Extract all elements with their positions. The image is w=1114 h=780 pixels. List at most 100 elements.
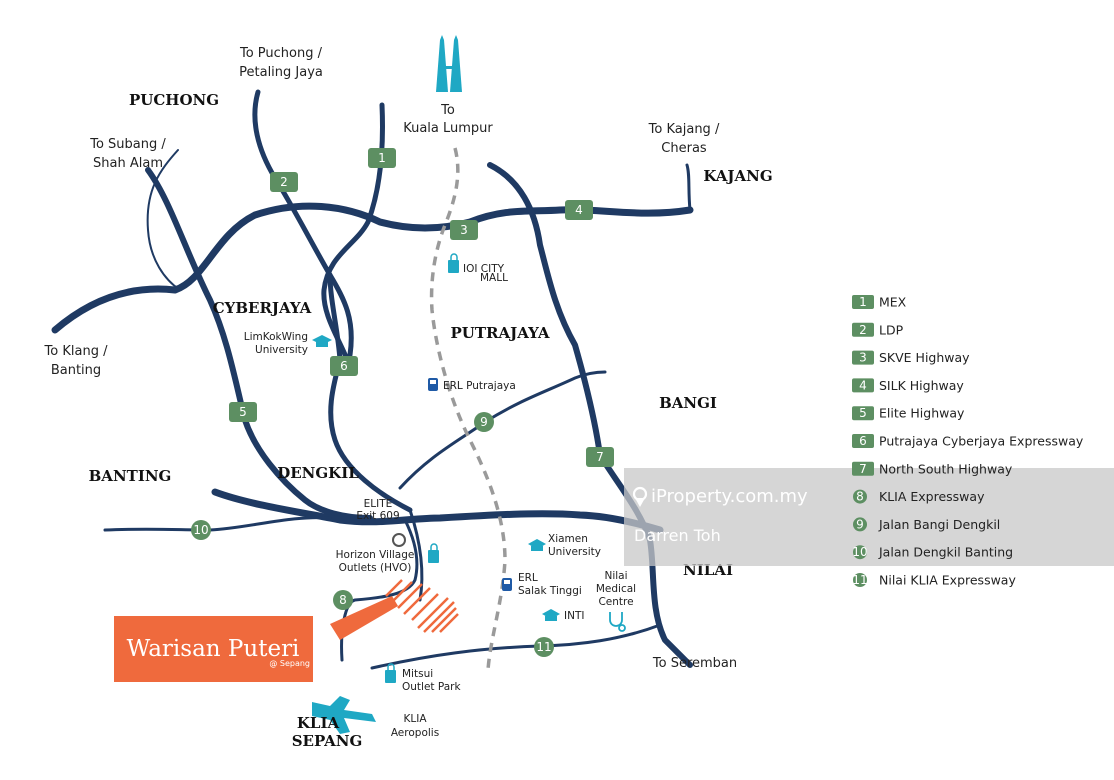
dest-subang-line1: To Subang / (89, 137, 166, 152)
legend-label: North South Highway (879, 461, 1013, 476)
legend-marker (852, 295, 874, 309)
poi-limkokwing-line1: LimKokWing (244, 331, 308, 343)
highway-marker-3: 3 (450, 220, 478, 240)
poi-erl-putrajaya: ERL Putrajaya (443, 380, 516, 392)
hvo-shopping-bag-icon (428, 543, 439, 563)
legend-marker (852, 350, 874, 365)
poi-erl-salak-line2: Salak Tinggi (518, 585, 582, 597)
place-putrajaya: PUTRAJAYA (450, 324, 549, 342)
place-bangi: BANGI (659, 394, 717, 412)
dest-seremban: To Seremban (652, 656, 737, 671)
legend-number: 4 (859, 378, 867, 392)
legend-number: 2 (859, 323, 867, 337)
legend-number: 11 (852, 573, 867, 587)
legend-marker (853, 545, 867, 560)
warisan-puteri-site (330, 579, 459, 640)
legend-item: 3 SKVE Highway (852, 350, 970, 365)
place-klia-line2: SEPANG (292, 732, 363, 750)
legend-item: 8 KLIA Expressway (853, 489, 985, 504)
legend-item: 6 Putrajaya Cyberjaya Expressway (852, 434, 1084, 449)
legend-marker (852, 406, 874, 421)
legend-marker (853, 573, 867, 587)
legend-marker (853, 517, 867, 532)
legend-label: KLIA Expressway (879, 489, 985, 504)
legend-number: 5 (859, 406, 867, 420)
svg-text:@ Sepang: @ Sepang (269, 659, 310, 668)
highway-marker-10: 10 (191, 520, 211, 540)
dest-puchong-line2: Petaling Jaya (239, 65, 323, 80)
dest-subang-line2: Shah Alam (93, 156, 163, 171)
legend-item: 4 SILK Highway (852, 378, 964, 393)
poi-elite-line2: Exit 609 (356, 510, 399, 522)
poi-xiamen-line2: University (548, 546, 601, 558)
poi-aeropolis-line2: Aeropolis (391, 727, 439, 739)
poi-inti: INTI (564, 610, 584, 622)
svg-text:9: 9 (480, 415, 488, 429)
legend-item: 9 Jalan Bangi Dengkil (853, 517, 1000, 532)
place-kajang: KAJANG (703, 167, 772, 185)
legend-number: 1 (859, 295, 867, 309)
svg-text:11: 11 (536, 640, 551, 654)
inti-graduation-cap-icon (542, 609, 560, 621)
warisan-puteri-label: Warisan Puteri @ Sepang (114, 616, 313, 682)
svg-text:8: 8 (339, 593, 347, 607)
location-pin-icon (632, 486, 648, 507)
dest-kl-line2: Kuala Lumpur (403, 121, 493, 136)
legend-label: Jalan Bangi Dengkil (878, 517, 1000, 532)
poi-mitsui-line2: Outlet Park (402, 681, 461, 693)
legend-number: 8 (856, 490, 864, 504)
legend-label: SKVE Highway (879, 350, 970, 365)
poi-mitsui-line1: Mitsui (402, 668, 433, 680)
legend-number: 7 (859, 462, 867, 476)
place-dengkil: DENGKIL (277, 464, 359, 482)
svg-text:6: 6 (340, 359, 348, 373)
legend-item: 11 Nilai KLIA Expressway (852, 573, 1016, 588)
watermark-site: iProperty.com.my (651, 486, 808, 507)
legend-marker (853, 489, 867, 504)
legend-label: Elite Highway (879, 406, 965, 421)
ioi-mall-shopping-bag-icon (448, 253, 459, 273)
elite-interchange-icon (392, 533, 406, 547)
legend-number: 9 (856, 517, 864, 531)
highway-marker-11: 11 (534, 637, 554, 657)
airplane-icon (312, 696, 376, 734)
poi-ioi-mall: IOI CITY (463, 263, 505, 275)
poi-limkokwing-line2: University (255, 344, 308, 356)
legend-label: Nilai KLIA Expressway (879, 573, 1016, 588)
limkokwing-graduation-cap-icon (312, 335, 332, 347)
poi-ioi-mall-sub: MALL (480, 272, 508, 284)
dest-klang-line2: Banting (51, 363, 101, 378)
place-klia-line1: KLIA (297, 714, 340, 732)
poi-nilai-med-line2: Medical (596, 583, 636, 595)
svg-text:5: 5 (239, 405, 247, 419)
legend-label: Putrajaya Cyberjaya Expressway (879, 434, 1084, 449)
mitsui-shopping-bag-icon (385, 663, 396, 683)
legend-number: 6 (859, 434, 867, 448)
highway-marker-2: 2 (270, 172, 298, 192)
poi-erl-salak-line1: ERL (518, 572, 538, 584)
legend-item: 7 North South Highway (852, 461, 1013, 476)
legend-label: MEX (879, 295, 907, 310)
poi-nilai-med-line1: Nilai (604, 570, 627, 582)
poi-elite-line1: ELITE (364, 498, 393, 510)
kuala-lumpur-towers-icon (436, 35, 462, 92)
legend-marker (852, 461, 874, 476)
erl-putrajaya-train-icon (428, 378, 438, 391)
legend-item: 1 MEX (852, 295, 907, 310)
svg-text:7: 7 (596, 450, 604, 464)
poi-hvo-line2: Outlets (HVO) (339, 562, 412, 574)
dest-kl-line1: To (440, 103, 455, 118)
svg-text:2: 2 (280, 175, 288, 189)
dest-kajang-line1: To Kajang / (648, 122, 720, 137)
svg-text:Warisan Puteri: Warisan Puteri (127, 636, 300, 662)
dest-klang-line1: To Klang / (44, 344, 109, 359)
highway-marker-9: 9 (474, 412, 494, 432)
poi-aeropolis-line1: KLIA (403, 713, 427, 725)
legend-label: SILK Highway (879, 378, 964, 393)
poi-hvo-line1: Horizon Village (336, 549, 415, 561)
legend-marker (852, 378, 874, 393)
svg-text:4: 4 (575, 203, 583, 217)
legend-number: 3 (859, 351, 867, 365)
